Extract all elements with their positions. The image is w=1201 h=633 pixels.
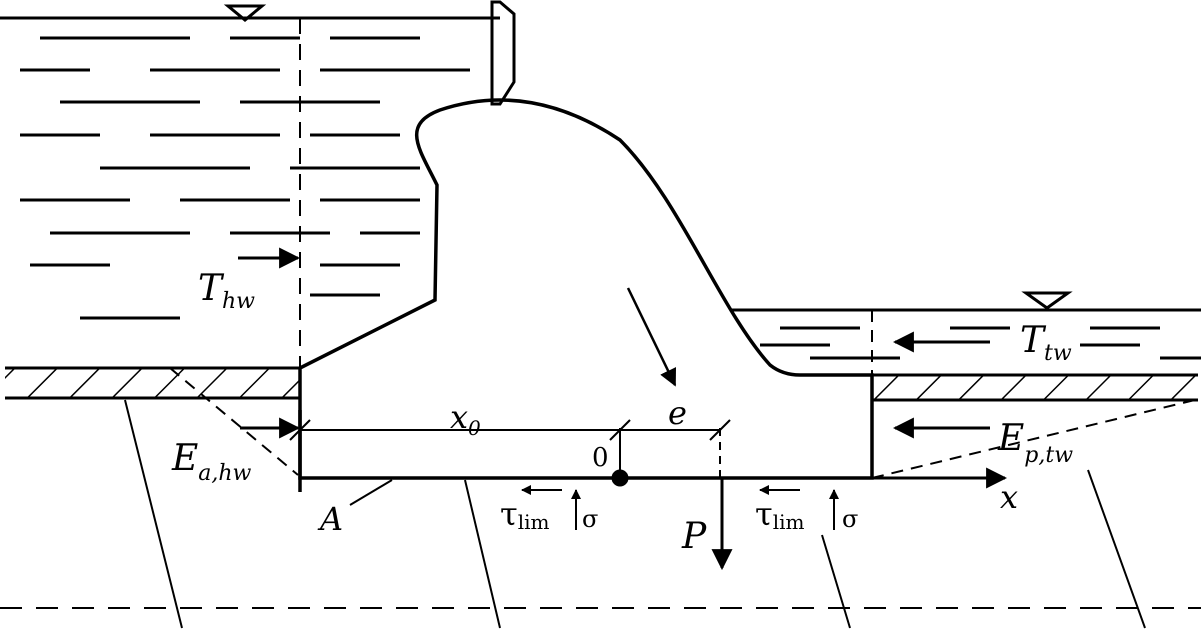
label-sigma-left: σ [582,505,598,533]
ground-upstream [5,366,300,400]
tailwater-level-icon [1021,291,1073,310]
label-t-hw: Thw [198,268,255,314]
origin-point [611,469,629,487]
force-arrows [238,247,990,571]
headwater [0,4,500,370]
label-e-a-hw: Ea,hw [171,438,252,486]
gate [490,0,516,106]
label-p: P [681,516,707,557]
base-geometry [289,410,1008,506]
label-t-tw: Ttw [1020,320,1072,366]
label-tau-right: τlim [755,495,804,534]
headwater-dashes [20,36,470,320]
tailwater [730,291,1201,378]
label-x-axis: x [1000,478,1018,516]
foundation-lines [0,399,1201,629]
point-a-leader [349,479,393,506]
weight-direction-arrow [626,287,677,387]
ground-downstream [872,373,1198,402]
headwater-level-icon [223,4,267,22]
label-a: A [317,500,343,538]
label-sigma-right: σ [842,505,858,533]
label-e-p-tw: Ep,tw [997,418,1073,468]
label-e: e [668,394,687,432]
label-origin: 0 [592,443,609,473]
dam-body [298,98,874,480]
pressure-diagrams [169,367,1196,479]
label-x0: x0 [450,398,481,440]
label-tau-left: τlim [500,495,549,534]
tailwater-dashes [760,326,1201,360]
